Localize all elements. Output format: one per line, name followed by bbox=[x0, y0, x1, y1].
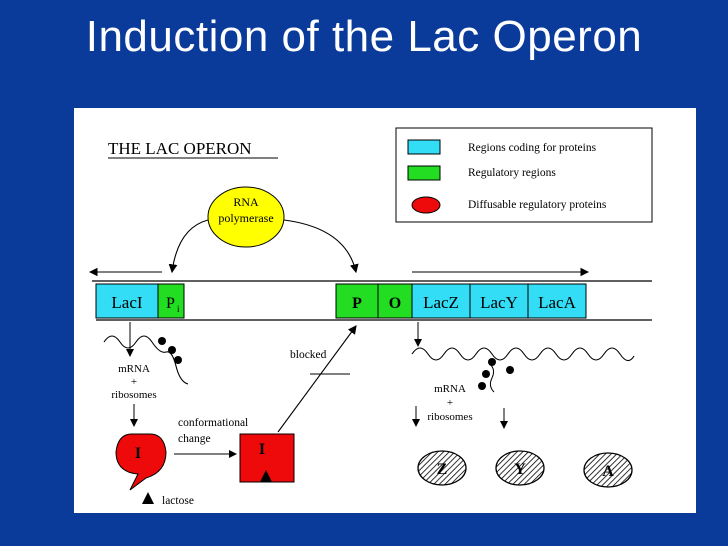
ribosome-left-1 bbox=[158, 337, 166, 345]
enzyme-y bbox=[495, 450, 545, 486]
ribosome-right-4 bbox=[506, 366, 514, 374]
blocked-label: blocked bbox=[290, 349, 327, 361]
gene-pi-subscript: i bbox=[177, 304, 180, 314]
repressor-inactive-label: I bbox=[259, 441, 265, 458]
mrna-left-label-2: + bbox=[131, 376, 137, 388]
ribosome-left-2 bbox=[168, 346, 176, 354]
diagram-panel: THE LAC OPERON Regions coding for protei… bbox=[74, 108, 696, 513]
legend-regulatory-label: Regulatory regions bbox=[468, 167, 556, 179]
lactose-marker bbox=[142, 492, 154, 504]
gene-o-label: O bbox=[389, 295, 401, 312]
mrna-left-label-3: ribosomes bbox=[111, 389, 156, 401]
enzyme-z-label: Z bbox=[437, 461, 448, 478]
polymerase-arrow-left bbox=[168, 219, 209, 274]
legend-diffusable-label: Diffusable regulatory proteins bbox=[468, 199, 607, 211]
gene-lacz-label: LacZ bbox=[423, 293, 459, 312]
diagram-heading: THE LAC OPERON bbox=[108, 139, 252, 158]
gene-laci bbox=[95, 283, 159, 319]
enzyme-z bbox=[417, 450, 467, 486]
ribosome-right-2 bbox=[482, 370, 490, 378]
legend-coding-label: Regions coding for proteins bbox=[468, 142, 597, 154]
mrna-left-label-1: mRNA bbox=[118, 363, 150, 375]
repressor-inactive bbox=[239, 433, 295, 483]
gene-lacy-label: LacY bbox=[480, 293, 518, 312]
gene-laca-label: LacA bbox=[538, 293, 576, 312]
mrna-right-label-1: mRNA bbox=[434, 383, 466, 395]
gene-laci-label: LacI bbox=[111, 293, 142, 312]
enzyme-y-label: Y bbox=[514, 461, 526, 478]
legend-regulatory-swatch bbox=[407, 165, 441, 181]
rna-polymerase-label-2: polymerase bbox=[218, 211, 273, 225]
enzyme-a bbox=[583, 452, 633, 488]
gene-laca bbox=[527, 283, 587, 319]
polymerase-arrow-right bbox=[283, 219, 359, 274]
gene-pi-label: P bbox=[166, 295, 175, 312]
mrna-branch-right bbox=[489, 363, 495, 393]
mrna-wave-left bbox=[103, 335, 189, 385]
repressor-active bbox=[115, 433, 167, 491]
slide-title: Induction of the Lac Operon bbox=[85, 12, 643, 61]
ribosome-left-3 bbox=[174, 356, 182, 364]
conformational-label-1: conformational bbox=[178, 417, 248, 429]
gene-o bbox=[377, 283, 413, 319]
legend-protein-swatch bbox=[411, 196, 441, 214]
mrna-right-label-3: ribosomes bbox=[427, 411, 472, 423]
legend-coding-swatch bbox=[407, 139, 441, 155]
mrna-wave-right bbox=[411, 347, 635, 362]
gene-pi bbox=[157, 283, 185, 319]
rna-polymerase-label-1: RNA bbox=[233, 195, 259, 209]
lac-operon-diagram: THE LAC OPERON Regions coding for protei… bbox=[88, 127, 653, 507]
lactose-bound-marker bbox=[260, 470, 272, 482]
rna-polymerase bbox=[207, 186, 285, 248]
mrna-right-label-2: + bbox=[447, 397, 453, 409]
ribosome-right-3 bbox=[478, 382, 486, 390]
gene-p-label: P bbox=[352, 295, 362, 312]
repressor-active-label: I bbox=[135, 445, 141, 462]
lactose-label: lactose bbox=[162, 495, 194, 507]
conformational-label-2: change bbox=[178, 433, 211, 445]
blocked-arrow bbox=[277, 325, 357, 433]
ribosome-right-1 bbox=[488, 358, 496, 366]
enzyme-a-label: A bbox=[602, 463, 614, 480]
